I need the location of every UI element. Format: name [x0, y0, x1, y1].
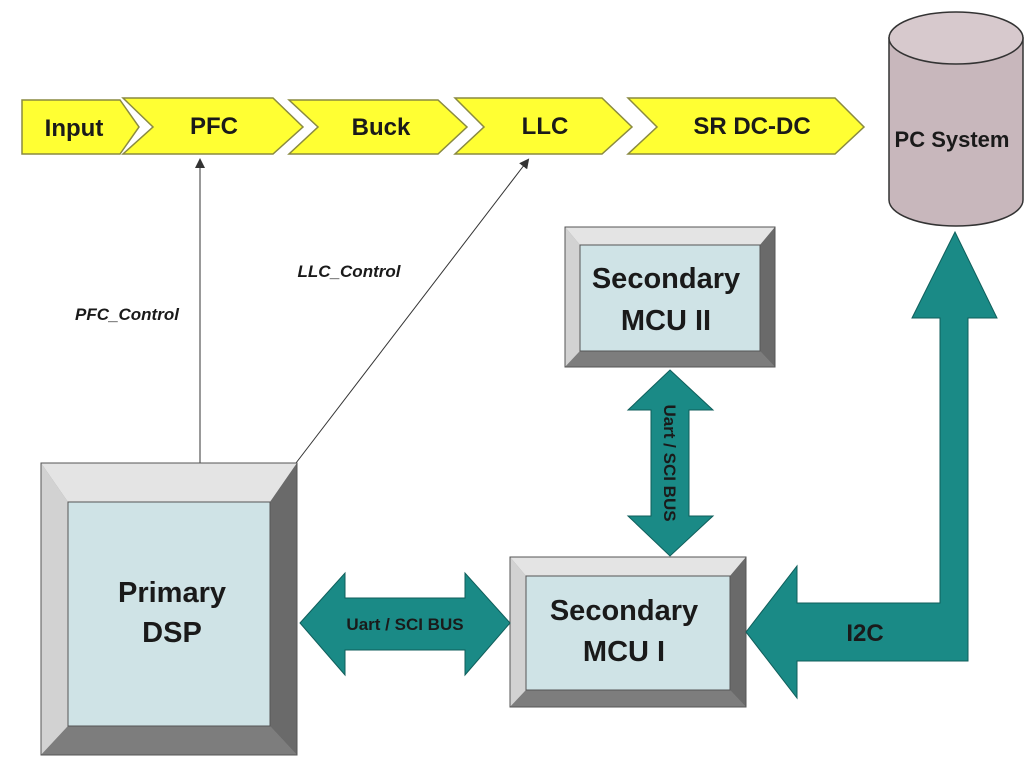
stage-buck-label: Buck — [352, 114, 411, 141]
secondary-mcu-1-line1: Secondary — [550, 595, 698, 627]
i2c-arrow: I2C — [745, 230, 998, 700]
uart-bus-vertical: Uart / SCI BUS — [626, 369, 715, 557]
pfc-control-label: PFC_Control — [75, 305, 180, 324]
secondary-mcu-2-box: Secondary MCU II — [564, 226, 776, 368]
primary-dsp-box: Primary DSP — [40, 462, 298, 756]
stage-llc-label: LLC — [522, 113, 569, 140]
stage-buck: Buck — [287, 99, 469, 155]
stage-llc: LLC — [453, 97, 634, 155]
stage-sr-dcdc: SR DC-DC — [626, 97, 866, 155]
pc-system-cylinder: PC System — [888, 11, 1024, 227]
uart-bus-horizontal: Uart / SCI BUS — [299, 571, 511, 677]
i2c-label: I2C — [846, 620, 883, 647]
stage-pfc: PFC — [121, 97, 305, 155]
control-lines: PFC_Control LLC_Control — [75, 158, 530, 464]
stage-sr-dcdc-label: SR DC-DC — [693, 113, 810, 140]
llc-control-arrow — [295, 158, 530, 464]
secondary-mcu-2-line2: MCU II — [621, 305, 711, 337]
secondary-mcu-2-line1: Secondary — [592, 263, 740, 295]
stage-input-label: Input — [45, 115, 104, 142]
stage-pfc-label: PFC — [190, 113, 238, 140]
primary-dsp-line2: DSP — [142, 617, 202, 649]
pc-system-label: PC System — [895, 127, 1010, 152]
uart-bus-vertical-label: Uart / SCI BUS — [660, 404, 679, 521]
primary-dsp-line1: Primary — [118, 577, 226, 609]
secondary-mcu-1-box: Secondary MCU I — [509, 556, 747, 708]
llc-control-label: LLC_Control — [298, 262, 402, 281]
uart-bus-horizontal-label: Uart / SCI BUS — [346, 615, 463, 634]
stage-input: Input — [21, 99, 140, 155]
secondary-mcu-1-line2: MCU I — [583, 636, 665, 668]
pipeline: Input PFC Buck LLC SR DC-DC — [21, 97, 866, 155]
